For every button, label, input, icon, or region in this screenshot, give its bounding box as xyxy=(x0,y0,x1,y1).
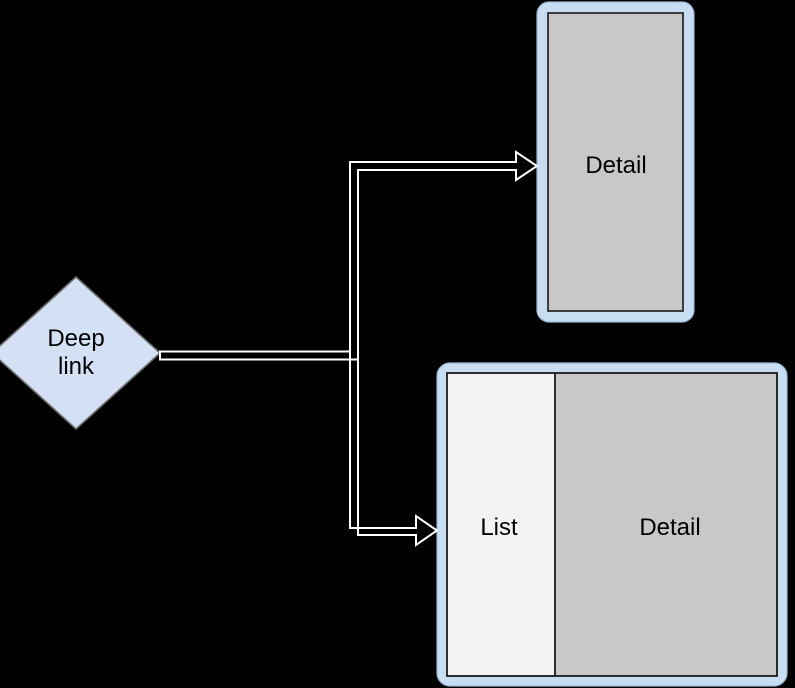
edge-deeplink-to-list-detail[interactable] xyxy=(349,351,439,547)
top-detail-panel-content xyxy=(547,12,684,312)
edge-deeplink-to-detail-line xyxy=(159,150,539,361)
list-pane[interactable] xyxy=(447,373,555,676)
bottom-split-panel-content-border xyxy=(446,372,778,677)
edge-deeplink-to-list-detail-line xyxy=(349,351,439,547)
deep-link-rhombus xyxy=(0,275,162,431)
deep-link-node[interactable] xyxy=(0,275,162,431)
detail-pane[interactable] xyxy=(555,373,777,676)
bottom-split-panel[interactable] xyxy=(436,362,788,687)
edge-deeplink-to-detail[interactable] xyxy=(159,150,539,361)
top-detail-panel[interactable] xyxy=(536,1,695,323)
